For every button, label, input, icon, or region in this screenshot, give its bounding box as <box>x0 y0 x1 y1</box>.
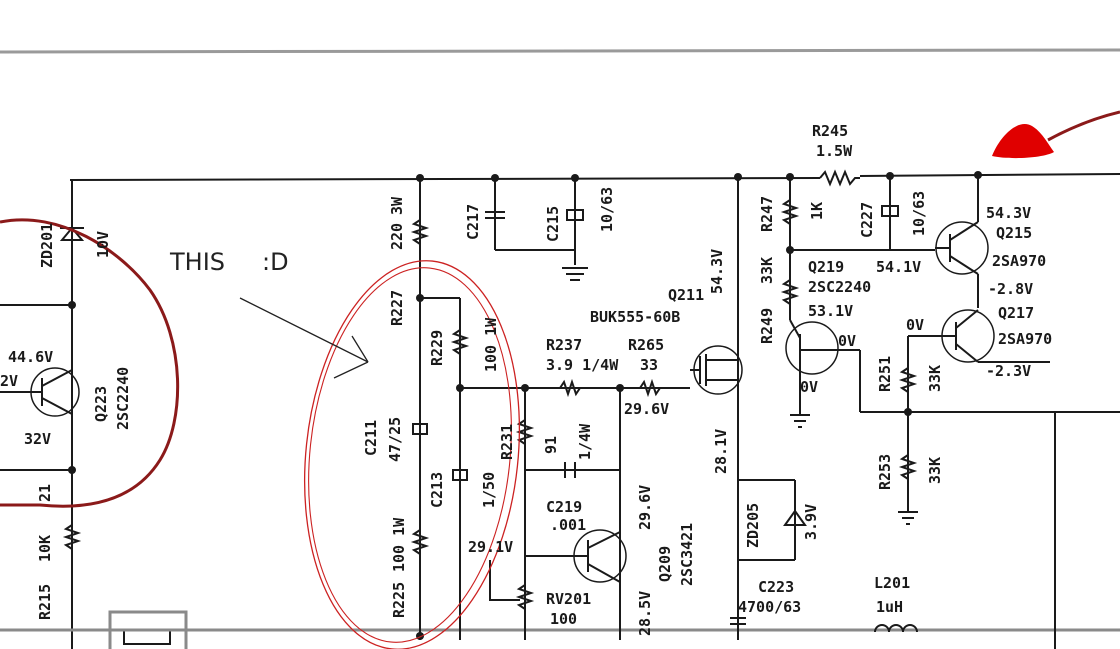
label-29-6v: 29.6V <box>624 400 669 418</box>
red-paint-line <box>1047 110 1120 142</box>
label-28-1v: 28.1V <box>712 429 730 474</box>
label-q215: Q215 <box>996 224 1032 242</box>
label-rv201-value: 100 <box>550 610 577 628</box>
label-28-5v: 28.5V <box>636 591 654 636</box>
label-q215-type: 2SA970 <box>992 252 1046 270</box>
label-c223-value: 4700/63 <box>738 598 801 616</box>
label-c219-value: .001 <box>550 516 586 534</box>
label-q211-voltage: 54.3V <box>708 249 726 294</box>
label-q215-voltage: 54.3V <box>986 204 1031 222</box>
label-zd201-value: 10V <box>94 231 112 258</box>
label-r231-value: 91 <box>542 436 560 454</box>
label-r247-value: 1K <box>808 202 826 220</box>
label-r253-value: 33K <box>926 457 944 484</box>
label-r253: R253 <box>876 454 894 490</box>
label-q209-type: 2SC3421 <box>678 523 696 586</box>
label-r231: R231 <box>498 424 516 460</box>
label-32v: 32V <box>24 430 51 448</box>
label-54-1v: 54.1V <box>876 258 921 276</box>
label-r229-value: 100 1W <box>482 317 500 372</box>
label-r245-value: 1.5W <box>816 142 853 160</box>
label-c227: C227 <box>858 202 876 238</box>
label-r245: R245 <box>812 122 848 140</box>
label-q217: Q217 <box>998 304 1034 322</box>
annotation-this: THIS <box>169 248 225 276</box>
label-r237: R237 <box>546 336 582 354</box>
label-c215-value: 10/63 <box>598 187 616 232</box>
label-c211-value: 47/25 <box>386 417 404 462</box>
label-q211: Q211 <box>668 286 704 304</box>
label-c215: C215 <box>544 206 562 242</box>
component-labels: R245 1.5W 220 3W C217 C215 10/63 R247 1K… <box>0 122 1052 636</box>
label-l201: L201 <box>874 574 910 592</box>
label-29-1v: 29.1V <box>468 538 513 556</box>
label-0v-q217: 0V <box>906 316 924 334</box>
label-rv201: RV201 <box>546 590 591 608</box>
label-q209: Q209 <box>656 546 674 582</box>
label-r251-value: 33K <box>926 365 944 392</box>
label-r225: R225 <box>390 582 408 618</box>
capacitor-group <box>485 178 588 281</box>
label-q219: Q219 <box>808 258 844 276</box>
label-c213: C213 <box>428 472 446 508</box>
label-r220: 220 <box>388 223 406 250</box>
label-c219: C219 <box>546 498 582 516</box>
top-rail <box>69 169 1120 187</box>
label-c213-value: 1/50 <box>480 472 498 508</box>
highlight-trace <box>0 218 180 508</box>
label-q219-type: 2SC2240 <box>808 278 871 296</box>
right-circuit <box>780 175 1120 649</box>
label-0v-base: 0V <box>800 378 818 396</box>
label-q223-type: 2SC2240 <box>114 367 132 430</box>
label-minus-2-3v: -2.3V <box>986 362 1031 380</box>
mosfet-q211 <box>690 178 743 640</box>
label-c217: C217 <box>464 204 482 240</box>
label-r265: R265 <box>628 336 664 354</box>
label-53-1v: 53.1V <box>808 302 853 320</box>
label-zd205-value: 3.9V <box>802 504 820 540</box>
label-r231-watt: 1/4W <box>576 423 594 460</box>
label-r220-value: 3W <box>388 196 406 215</box>
label-2v: 2V <box>0 372 18 390</box>
label-q217-type: 2SA970 <box>998 330 1052 348</box>
label-c211: C211 <box>362 420 380 456</box>
label-r265-value: 33 <box>640 356 658 374</box>
label-zd201: ZD201 <box>38 223 56 268</box>
label-l201-value: 1uH <box>876 598 903 616</box>
label-zd205: ZD205 <box>744 503 762 548</box>
zener-zd205 <box>730 479 807 625</box>
label-r229: R229 <box>428 330 446 366</box>
label-29-6v-b: 29.6V <box>636 485 654 530</box>
label-r249: R249 <box>758 308 776 344</box>
highlight-ellipse-inner <box>308 267 512 643</box>
label-r215-value: 10K <box>36 535 54 562</box>
label-minus-2-8v: -2.8V <box>988 280 1033 298</box>
label-r215: R215 <box>36 584 54 620</box>
label-r247: R247 <box>758 196 776 232</box>
label-r237-value: 3.9 1/4W <box>546 356 619 374</box>
annotation-arrow <box>239 297 369 379</box>
label-r225-value: 100 1W <box>390 517 408 572</box>
red-paint-blob <box>992 124 1054 159</box>
annotation-smiley: :D <box>262 248 289 276</box>
label-21: 21 <box>36 484 54 502</box>
label-r251: R251 <box>876 356 894 392</box>
label-q223: Q223 <box>92 386 110 422</box>
label-c223: C223 <box>758 578 794 596</box>
label-c227-value: 10/63 <box>910 191 928 236</box>
label-q211-type: BUK555-60B <box>590 308 680 326</box>
label-44-6v: 44.6V <box>8 348 53 366</box>
label-0v-q219: 0V <box>838 332 856 350</box>
page-top-edge <box>0 48 1120 54</box>
label-r249-value: 33K <box>758 257 776 284</box>
label-r227: R227 <box>388 290 406 326</box>
